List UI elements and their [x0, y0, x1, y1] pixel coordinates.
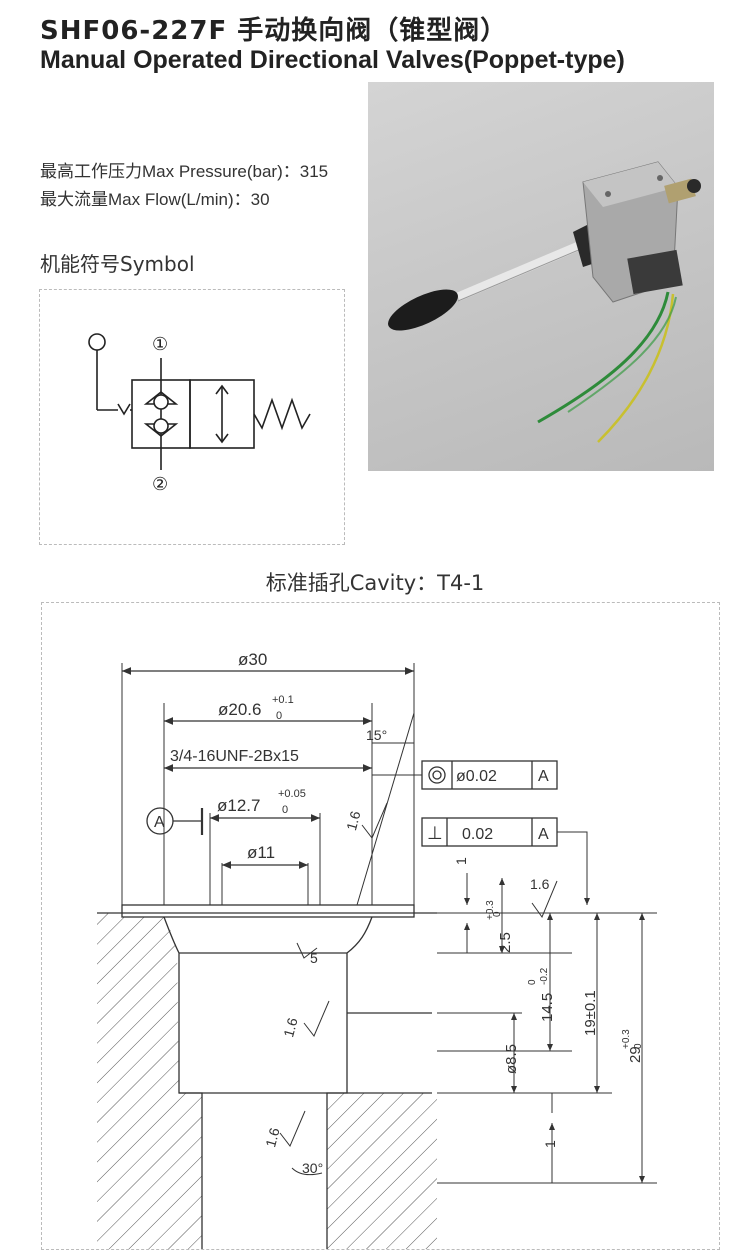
perpendicularity-value: 0.02 [462, 826, 493, 843]
chamfer-5: 5 [310, 950, 318, 966]
port-1-label: ① [152, 334, 168, 354]
perpendicularity-datum: A [538, 826, 549, 843]
concentricity-datum: A [538, 768, 549, 785]
dim-1-bottom: 1 [542, 1140, 558, 1148]
port-2-label: ② [152, 474, 168, 494]
concentricity-value: ø0.02 [456, 768, 497, 785]
dim-d11: ø11 [247, 843, 275, 862]
dim-d30: ø30 [238, 650, 267, 669]
tol-14-5-upper: 0 [527, 979, 538, 985]
roughness-1: 1.6 [343, 809, 364, 832]
datum-a-label: A [154, 814, 165, 831]
page-title-en: Manual Operated Directional Valves(Poppe… [40, 46, 625, 74]
cavity-label: 标准插孔Cavity：T4-1 [265, 571, 485, 595]
perpendicularity-symbol: ⊥ [427, 823, 443, 843]
dim-2-5: 2.5 [497, 932, 514, 953]
dim-1-top: 1 [453, 857, 469, 865]
tol-2-5-lower: 0 [492, 911, 503, 917]
roughness-4: 1.6 [262, 1126, 283, 1149]
tol-2-5: +0.3 [485, 900, 496, 920]
cavity-drawing: ø30 ø20.6 +0.1 0 3/4-16UNF-2Bx15 15° ø0.… [41, 602, 720, 1250]
tol-d20-6-lower: 0 [276, 710, 282, 722]
symbol-label: 机能符号Symbol [40, 252, 195, 276]
symbol-diagram: ① ② [39, 289, 345, 545]
lever-knob [88, 333, 106, 351]
tol-14-5-lower: -0.2 [539, 967, 550, 985]
product-photo [368, 82, 714, 471]
angle-30: 30° [302, 1160, 323, 1176]
dim-d12-7: ø12.7 [217, 796, 260, 815]
hatch-left [97, 913, 202, 1249]
tol-d12-7-lower: 0 [282, 804, 288, 816]
dim-19: 19±0.1 [582, 990, 599, 1036]
thread-spec: 3/4-16UNF-2Bx15 [170, 748, 299, 765]
page-title-cn: SHF06-227F 手动换向阀（锥型阀） [40, 16, 508, 46]
dim-d8-5: ø8.5 [503, 1044, 520, 1074]
roughness-2: 1.6 [530, 876, 550, 892]
dim-d20-6: ø20.6 [218, 700, 261, 719]
dim-14-5: 14.5 [539, 993, 556, 1022]
tol-29-upper: +0.3 [621, 1029, 632, 1049]
spec-max-flow: 最大流量Max Flow(L/min)：30 [40, 190, 270, 209]
spec-max-pressure: 最高工作压力Max Pressure(bar)：315 [40, 162, 329, 181]
tol-d12-7-upper: +0.05 [278, 788, 306, 800]
tol-29-lower: 0 [633, 1043, 644, 1049]
tol-d20-6-upper: +0.1 [272, 694, 294, 706]
spring-symbol [253, 397, 311, 431]
roughness-3: 1.6 [280, 1016, 301, 1039]
angle-15: 15° [366, 727, 387, 743]
dim-29: 29 [627, 1046, 644, 1063]
lever-handle [388, 289, 458, 331]
